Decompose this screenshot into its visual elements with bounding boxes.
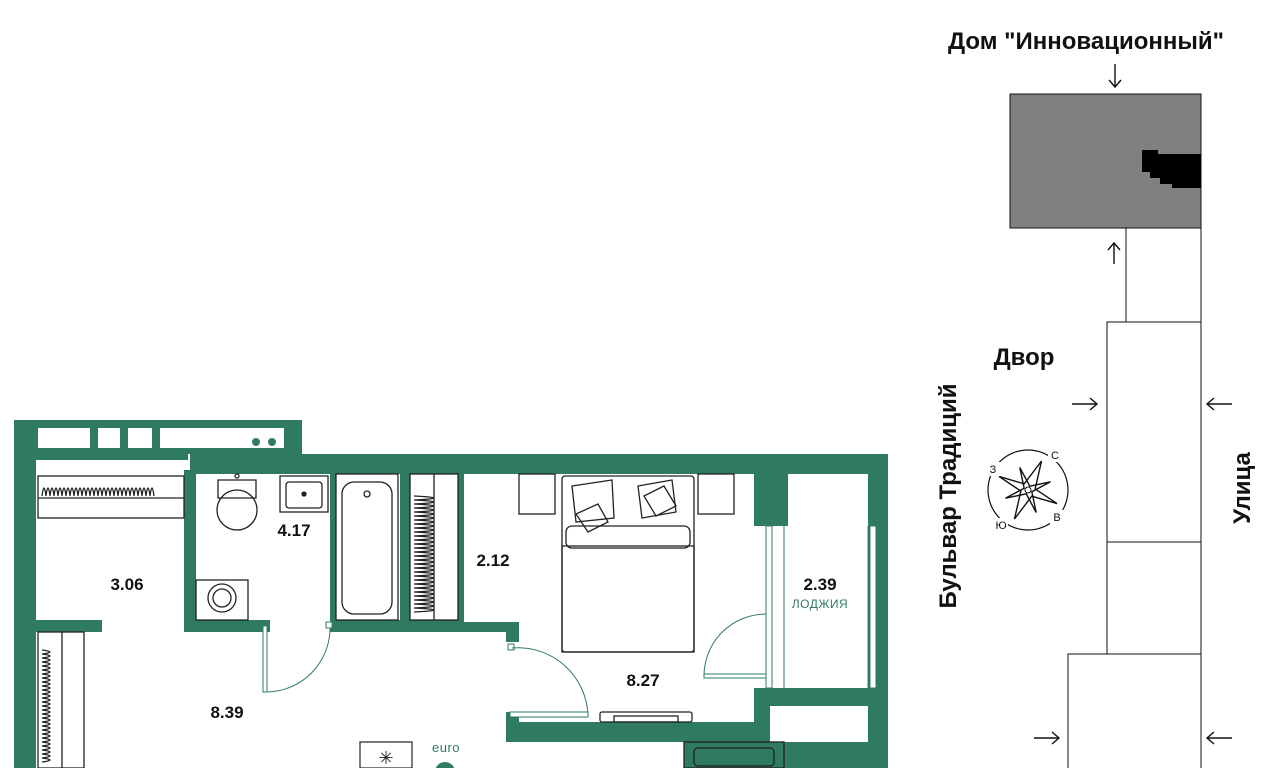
room-area-2-39: 2.39 [803, 575, 836, 594]
site-buildings [1009, 93, 1202, 768]
compass-east: В [1053, 512, 1060, 524]
room-area-3-06: 3.06 [110, 575, 143, 594]
windows-top [38, 428, 284, 448]
map-arrows [1034, 64, 1232, 745]
building-section-1 [1106, 321, 1202, 543]
svg-text:✳: ✳ [378, 748, 393, 768]
neighbor-building [1009, 93, 1202, 229]
room-area-2-12: 2.12 [476, 551, 509, 570]
utility-box: ✳ [359, 741, 455, 768]
walls [14, 420, 888, 768]
loggia-label: ЛОДЖИЯ [792, 597, 848, 611]
boulevard-label: Бульвар Традиций [935, 383, 962, 608]
doors [262, 525, 877, 718]
room-fills [36, 460, 868, 768]
room-area-8-27: 8.27 [626, 671, 659, 690]
house-label: Дом "Инновационный" [948, 28, 1224, 55]
wardrobe-top [37, 475, 185, 519]
furniture [37, 473, 785, 768]
compass: С В Ю З [986, 448, 1069, 532]
yard-label: Двор [994, 344, 1055, 371]
compass-west: З [990, 464, 997, 476]
compass-south: Ю [995, 520, 1006, 532]
room-area-4-17: 4.17 [277, 521, 310, 540]
room-area-8-39: 8.39 [210, 703, 243, 722]
building-section-3 [1067, 653, 1201, 768]
compass-north: С [1051, 450, 1059, 462]
euro-label: euro [432, 740, 460, 755]
apartment-marker [1142, 150, 1201, 188]
building-section-2 [1106, 541, 1202, 655]
street-label: Улица [1229, 451, 1256, 523]
